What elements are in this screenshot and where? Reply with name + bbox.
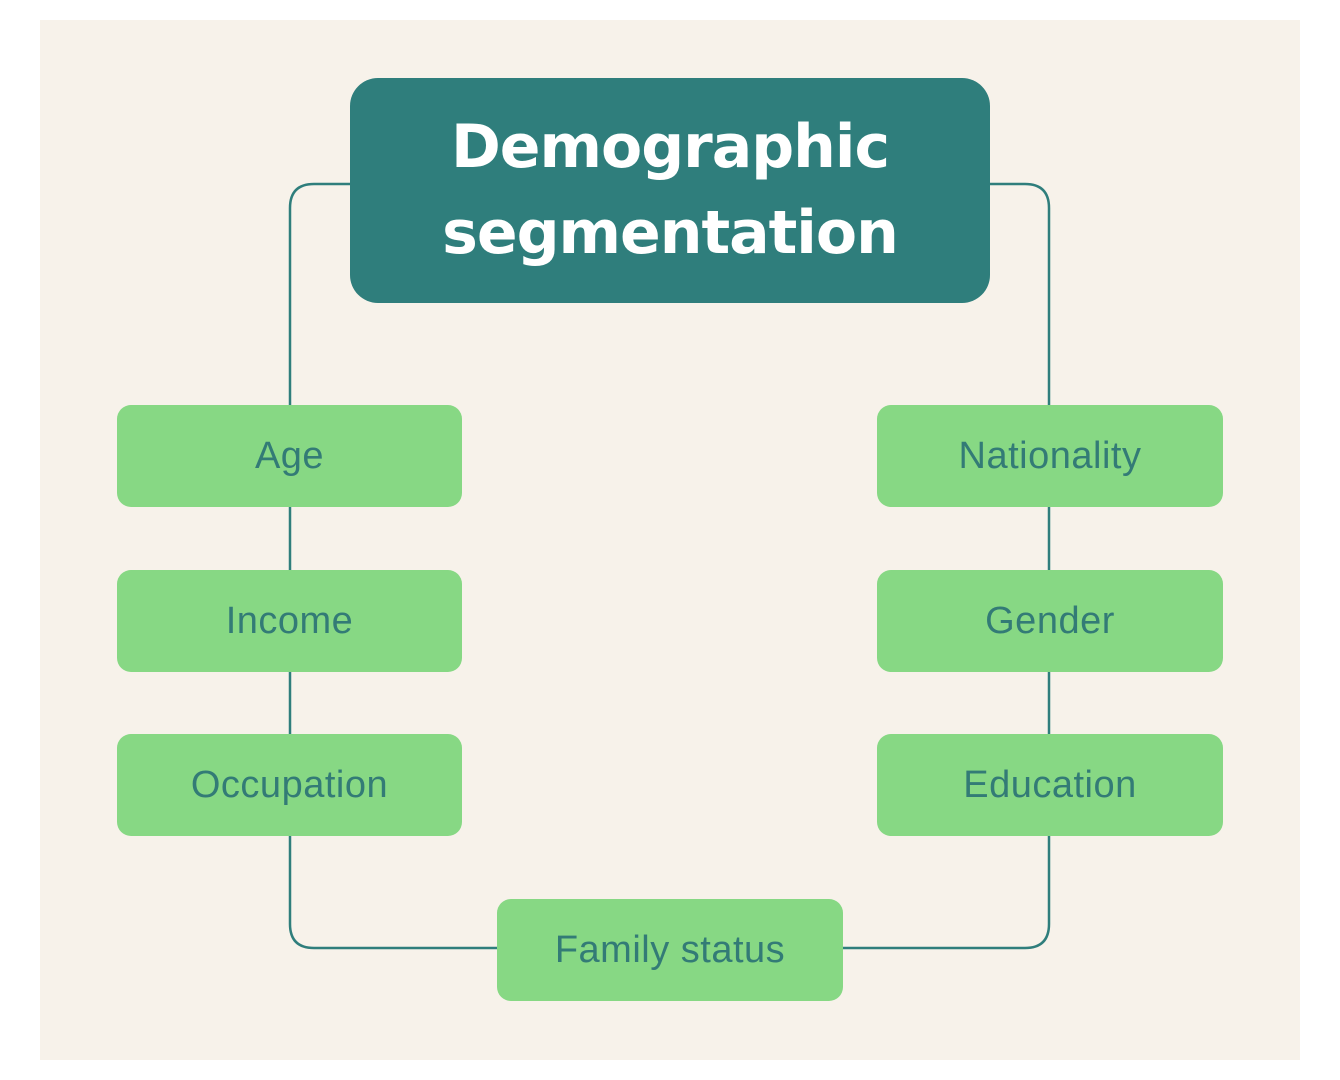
connector-left: [288, 182, 500, 950]
node-education: Education: [877, 734, 1223, 836]
node-family-status-label: Family status: [554, 928, 786, 971]
title-box: Demographic segmentation: [350, 78, 990, 303]
node-age-label: Age: [254, 434, 325, 477]
node-age: Age: [117, 405, 462, 507]
diagram-title: Demographic segmentation: [442, 111, 899, 268]
node-occupation: Occupation: [117, 734, 462, 836]
node-nationality: Nationality: [877, 405, 1223, 507]
node-occupation-label: Occupation: [190, 763, 389, 806]
node-income-label: Income: [225, 599, 354, 642]
node-nationality-label: Nationality: [958, 434, 1142, 477]
connector-right: [840, 182, 1051, 950]
node-gender-label: Gender: [985, 599, 1115, 642]
node-education-label: Education: [963, 763, 1137, 806]
node-gender: Gender: [877, 570, 1223, 672]
node-income: Income: [117, 570, 462, 672]
node-family-status: Family status: [497, 899, 843, 1001]
